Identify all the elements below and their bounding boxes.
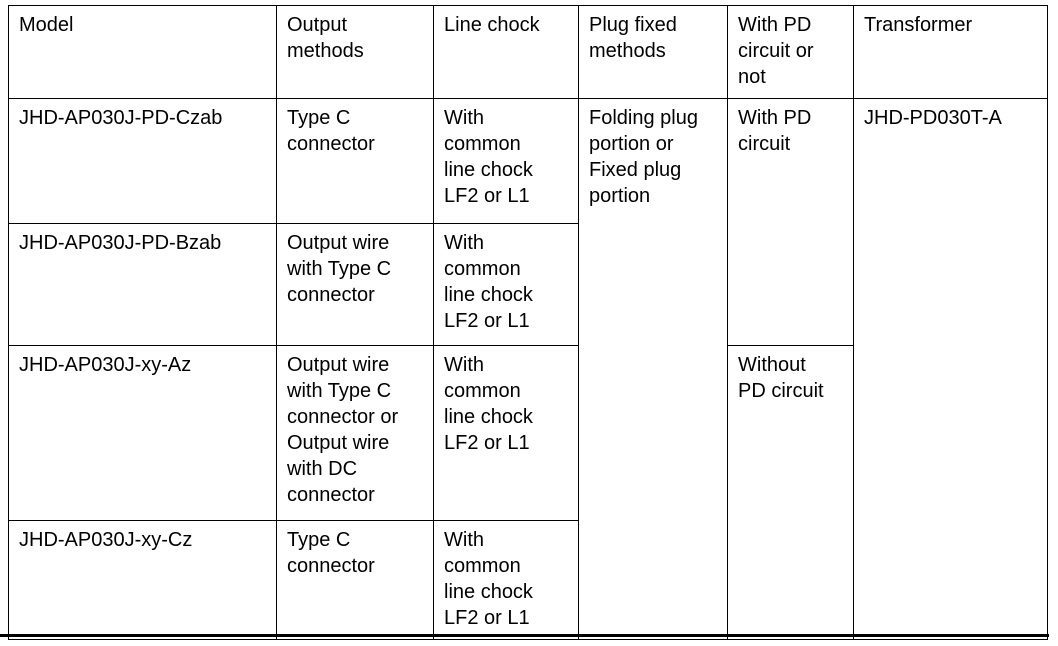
cell-pd-circuit: With PD circuit [727, 98, 854, 346]
column-header-plug-fixed: Plug fixed methods [578, 5, 728, 99]
cell-plug-fixed: Folding plug portion or Fixed plug porti… [578, 98, 728, 640]
cell-output: Output wire with Type C connector or Out… [276, 345, 434, 521]
cell-pd-circuit: Without PD circuit [727, 345, 854, 640]
table-row: JHD-AP030J-xy-Az Output wire with Type C… [8, 345, 1048, 640]
cell-model: JHD-AP030J-xy-Az [8, 345, 277, 521]
column-header-line-chock: Line chock [433, 5, 579, 99]
cell-model: JHD-AP030J-PD-Bzab [8, 223, 277, 346]
model-specification-table: Model Output methods Line chock Plug fix… [8, 5, 1048, 640]
table-row: JHD-AP030J-PD-Bzab Output wire with Type… [8, 223, 1048, 346]
column-header-output: Output methods [276, 5, 434, 99]
column-header-transformer: Transformer [853, 5, 1048, 99]
column-header-pd-circuit: With PD circuit or not [727, 5, 854, 99]
column-header-model: Model [8, 5, 277, 99]
cell-line-chock: With common line chock LF2 or L1 [433, 520, 579, 640]
cell-output: Output wire with Type C connector [276, 223, 434, 346]
cell-output: Type C connector [276, 520, 434, 640]
table-row: JHD-AP030J-xy-Cz Type C connector With c… [8, 520, 1048, 640]
cell-line-chock: With common line chock LF2 or L1 [433, 223, 579, 346]
cell-line-chock: With common line chock LF2 or L1 [433, 98, 579, 224]
cell-line-chock: With common line chock LF2 or L1 [433, 345, 579, 521]
table-row: JHD-AP030J-PD-Czab Type C connector With… [8, 98, 1048, 640]
page-bottom-rule [0, 634, 1049, 637]
cell-transformer: JHD-PD030T-A [853, 98, 1048, 640]
cell-model: JHD-AP030J-xy-Cz [8, 520, 277, 640]
table-header-row: Model Output methods Line chock Plug fix… [8, 5, 1048, 99]
cell-model: JHD-AP030J-PD-Czab [8, 98, 277, 224]
cell-output: Type C connector [276, 98, 434, 224]
